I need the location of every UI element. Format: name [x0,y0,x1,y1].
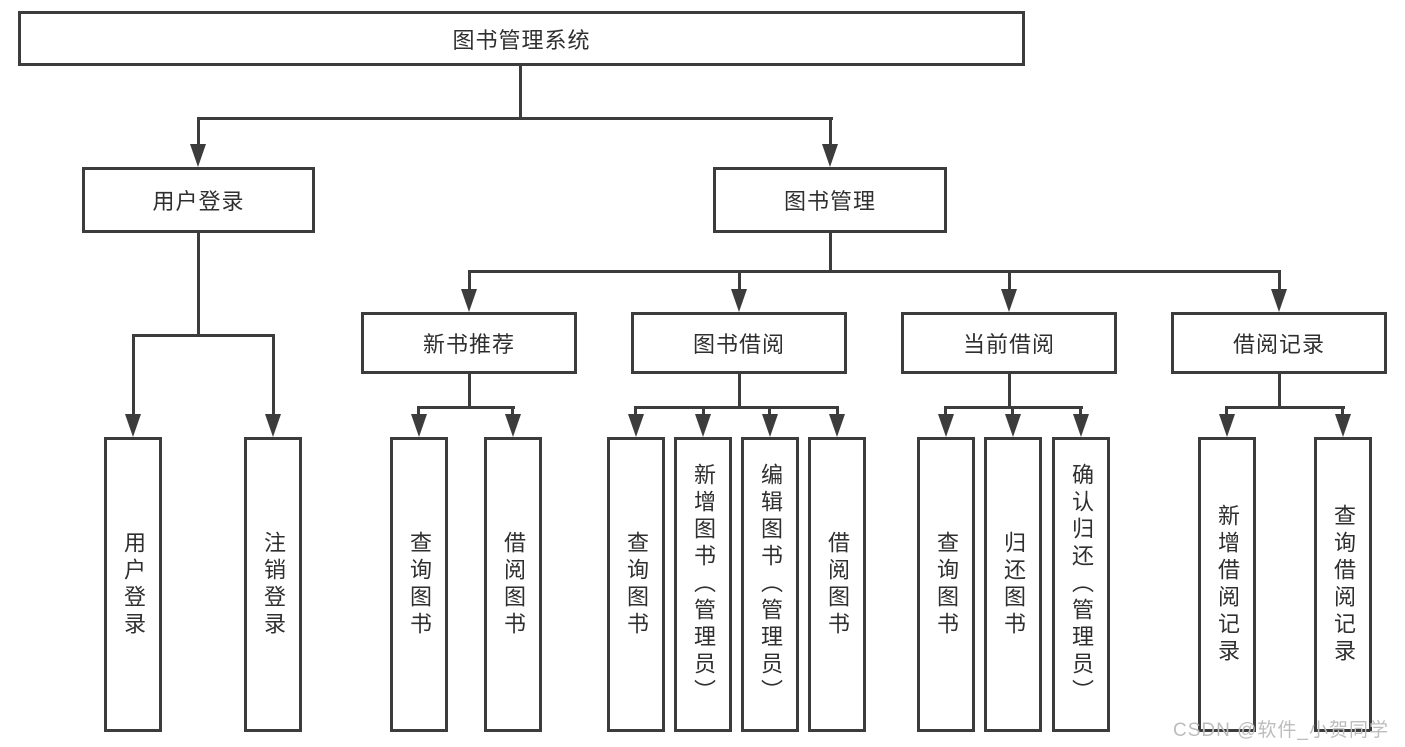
arrow-down-icon [695,414,711,437]
node-user-login: 用户登录 [82,167,315,233]
arrow-down-icon [628,414,644,437]
arrow-down-icon [125,414,141,437]
node-label: 用户登录 [152,189,245,214]
leaf-query-borrow-record: 查询借阅记录 [1314,437,1372,732]
arrow-down-icon [190,144,206,167]
leaf-borrow-books-recommend: 借阅图书 [484,437,542,732]
arrow-down-icon [1005,414,1021,437]
arrow-down-icon [1335,414,1351,437]
connector-leaf-drop [511,406,514,417]
leaf-confirm-return-admin: 确认归还（管理员） [1052,437,1110,732]
node-borrowing-records: 借阅记录 [1171,312,1387,374]
connector-login-hline [132,334,274,337]
arrow-down-icon [762,414,778,437]
node-current-borrowing: 当前借阅 [901,312,1117,374]
arrow-down-icon [731,289,747,312]
connector-group-stem [738,372,741,408]
connector-user-login-drop [197,117,200,147]
leaf-add-borrow-record: 新增借阅记录 [1198,437,1256,732]
connector-leaf-drop [1079,406,1082,417]
leaf-add-books-admin: 新增图书（管理员） [674,437,732,732]
connector-leaf-drop [634,406,637,417]
connector-group-hline [1225,406,1345,409]
connector-book-mgmt-drop [829,117,832,147]
node-label: 图书借阅 [692,332,785,357]
leaf-label: 查询图书 [624,530,649,639]
arrow-down-icon [1219,414,1235,437]
leaf-label: 确认归还（管理员） [1069,463,1094,706]
connector-group-hline [634,406,839,409]
leaf-label: 新增图书（管理员） [691,463,716,706]
watermark: CSDN @软件_小贺同学 [1173,720,1389,741]
leaf-query-books-recommend: 查询图书 [390,437,448,732]
leaf-user-login: 用户登录 [104,437,162,732]
connector-login-leaf-drop [132,334,135,416]
connector-l3-drop [468,270,471,292]
arrow-down-icon [1001,289,1017,312]
node-new-book-recommend: 新书推荐 [361,312,577,374]
connector-mgmt-stem [829,231,832,273]
arrow-down-icon [411,414,427,437]
node-label: 新书推荐 [422,332,515,357]
leaf-label: 编辑图书（管理员） [758,463,783,706]
arrow-down-icon [265,414,281,437]
connector-l3-drop [738,270,741,292]
leaf-label: 查询图书 [407,530,432,639]
connector-group-stem [1278,372,1281,408]
connector-l3-drop [1008,270,1011,292]
leaf-label: 注销登录 [261,530,286,639]
arrow-down-icon [505,414,521,437]
connector-root-stem [519,64,522,119]
leaf-borrow-books-borrowing: 借阅图书 [808,437,866,732]
node-label: 图书管理 [783,189,876,214]
connector-login-leaf-drop [272,334,275,416]
connector-leaf-drop [1341,406,1344,417]
connector-leaf-drop [417,406,420,417]
leaf-label: 新增借阅记录 [1215,503,1240,666]
node-label: 图书管理系统 [452,27,591,53]
leaf-label: 借阅图书 [501,530,526,639]
leaf-query-books-current: 查询图书 [917,437,975,732]
leaf-label: 归还图书 [1001,530,1026,639]
leaf-label: 借阅图书 [825,530,850,639]
arrow-down-icon [938,414,954,437]
connector-mgmt-hline [468,270,1281,273]
leaf-label: 查询借阅记录 [1331,503,1356,666]
leaf-return-books: 归还图书 [984,437,1042,732]
connector-leaf-drop [768,406,771,417]
leaf-edit-books-admin: 编辑图书（管理员） [741,437,799,732]
node-book-borrowing: 图书借阅 [631,312,847,374]
arrow-down-icon [1073,414,1089,437]
connector-l3-drop [1278,270,1281,292]
connector-leaf-drop [1225,406,1228,417]
node-book-management: 图书管理 [713,167,947,233]
connector-login-stem [197,231,200,337]
arrow-down-icon [822,144,838,167]
node-label: 借阅记录 [1232,332,1325,357]
leaf-label: 用户登录 [121,530,146,639]
leaf-label: 查询图书 [934,530,959,639]
arrow-down-icon [461,289,477,312]
connector-group-stem [468,372,471,408]
leaf-logout: 注销登录 [244,437,302,732]
connector-leaf-drop [836,406,839,417]
connector-leaf-drop [944,406,947,417]
connector-leaf-drop [1011,406,1014,417]
connector-group-hline [417,406,515,409]
connector-group-stem [1008,372,1011,408]
connector-root-hline [197,117,833,120]
node-book-management-system: 图书管理系统 [18,11,1025,66]
connector-leaf-drop [702,406,705,417]
arrow-down-icon [829,414,845,437]
node-label: 当前借阅 [962,332,1055,357]
arrow-down-icon [1271,289,1287,312]
leaf-query-books-borrowing: 查询图书 [607,437,665,732]
